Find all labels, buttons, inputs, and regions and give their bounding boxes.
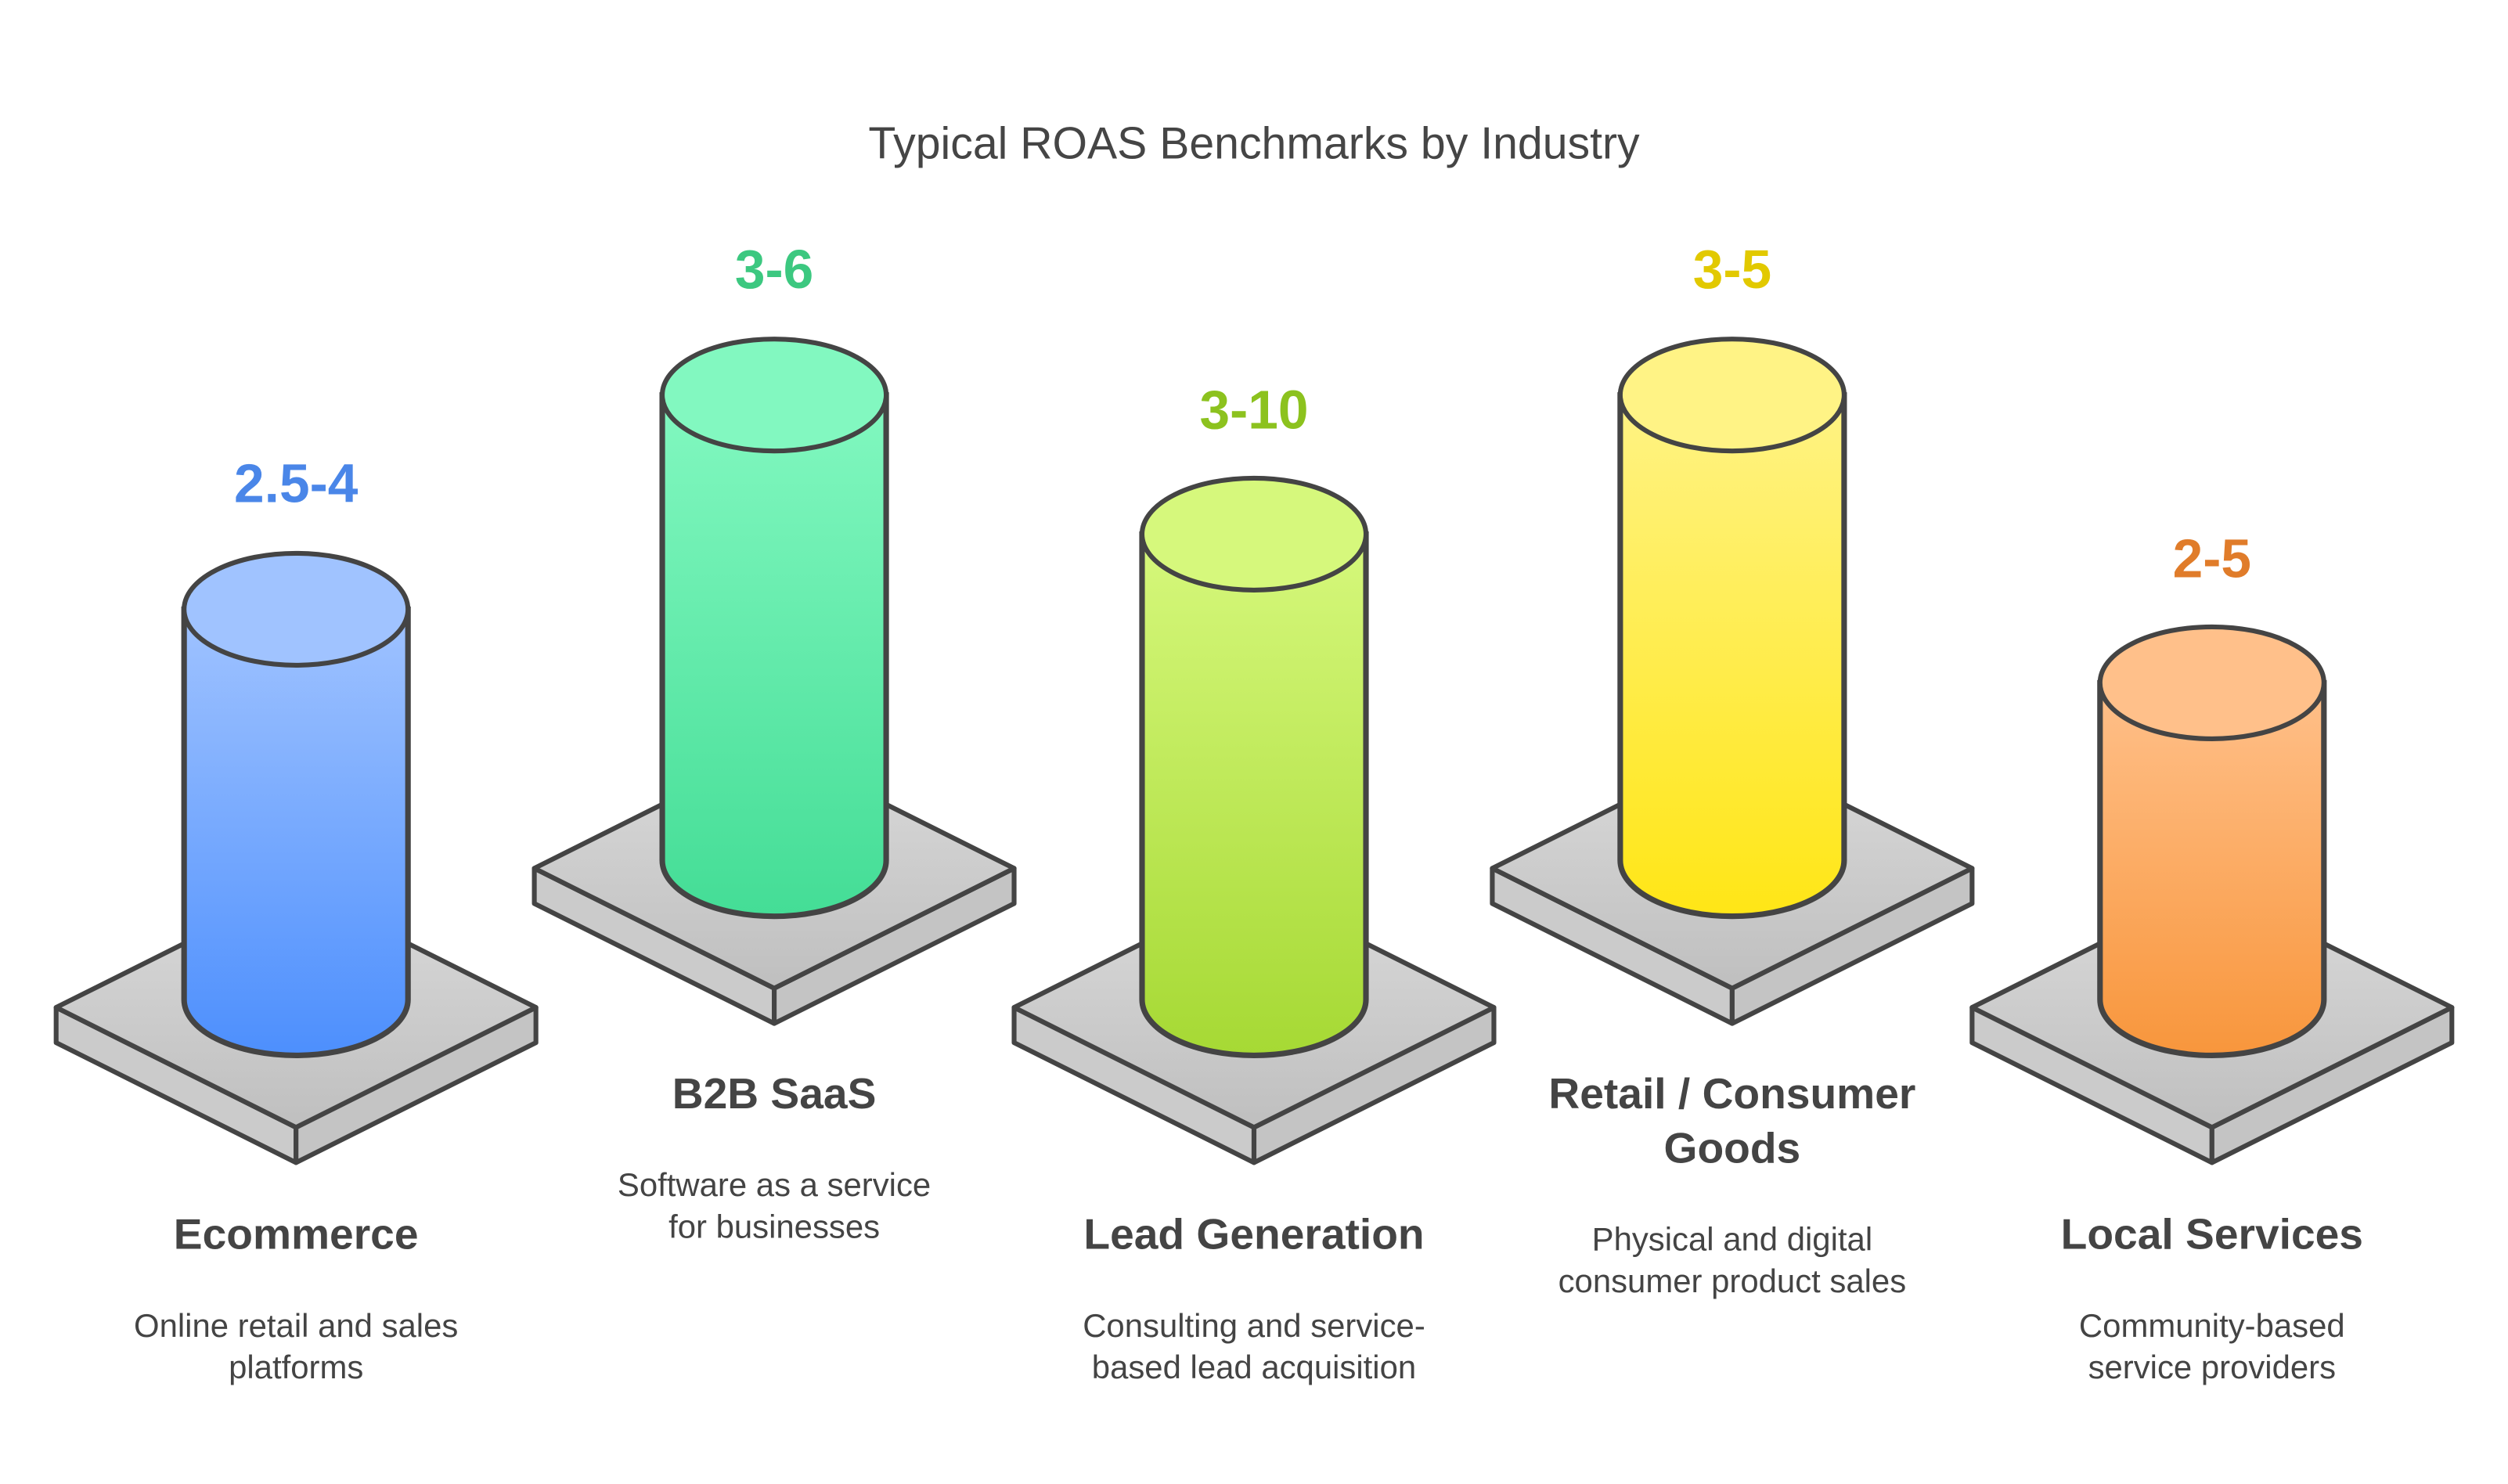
- category-name: Goods: [1664, 1123, 1801, 1172]
- category-name: Local Services: [2061, 1210, 2363, 1259]
- category-description: platforms: [229, 1349, 363, 1385]
- category-name: Lead Generation: [1083, 1210, 1424, 1259]
- category-description: for businesses: [668, 1208, 880, 1244]
- category-description: Software as a service: [618, 1166, 931, 1203]
- category-name: B2B SaaS: [672, 1069, 877, 1118]
- cylinder-top: [1139, 475, 1369, 593]
- category-description: consumer product sales: [1558, 1262, 1907, 1299]
- cylinder-top: [2097, 624, 2326, 741]
- category-description: Online retail and sales: [134, 1307, 458, 1344]
- cylinder-bar: [181, 606, 411, 1059]
- value-label: 3-6: [735, 239, 813, 300]
- value-label: 2-5: [2173, 528, 2251, 589]
- category-description: Physical and digital: [1592, 1221, 1872, 1258]
- category-description: based lead acquisition: [1092, 1349, 1416, 1385]
- cylinder-top: [659, 337, 889, 454]
- category-description: Consulting and service-: [1083, 1307, 1425, 1344]
- category-name: Ecommerce: [174, 1210, 419, 1259]
- category-name: Retail / Consumer: [1548, 1069, 1915, 1118]
- value-label: 3-5: [1693, 239, 1771, 300]
- cylinder-top: [1617, 337, 1847, 454]
- value-label: 2.5-4: [234, 453, 359, 514]
- value-label: 3-10: [1199, 380, 1308, 441]
- cylinder-top: [182, 550, 411, 668]
- cylinder-bar: [1617, 392, 1847, 920]
- cylinder-bar: [1139, 531, 1369, 1059]
- chart-title: Typical ROAS Benchmarks by Industry: [868, 118, 1640, 168]
- category-description: Community-based: [2079, 1307, 2345, 1344]
- cylinder-bar: [2097, 679, 2327, 1059]
- cylinder-bar: [659, 392, 889, 920]
- category-description: service providers: [2088, 1349, 2336, 1385]
